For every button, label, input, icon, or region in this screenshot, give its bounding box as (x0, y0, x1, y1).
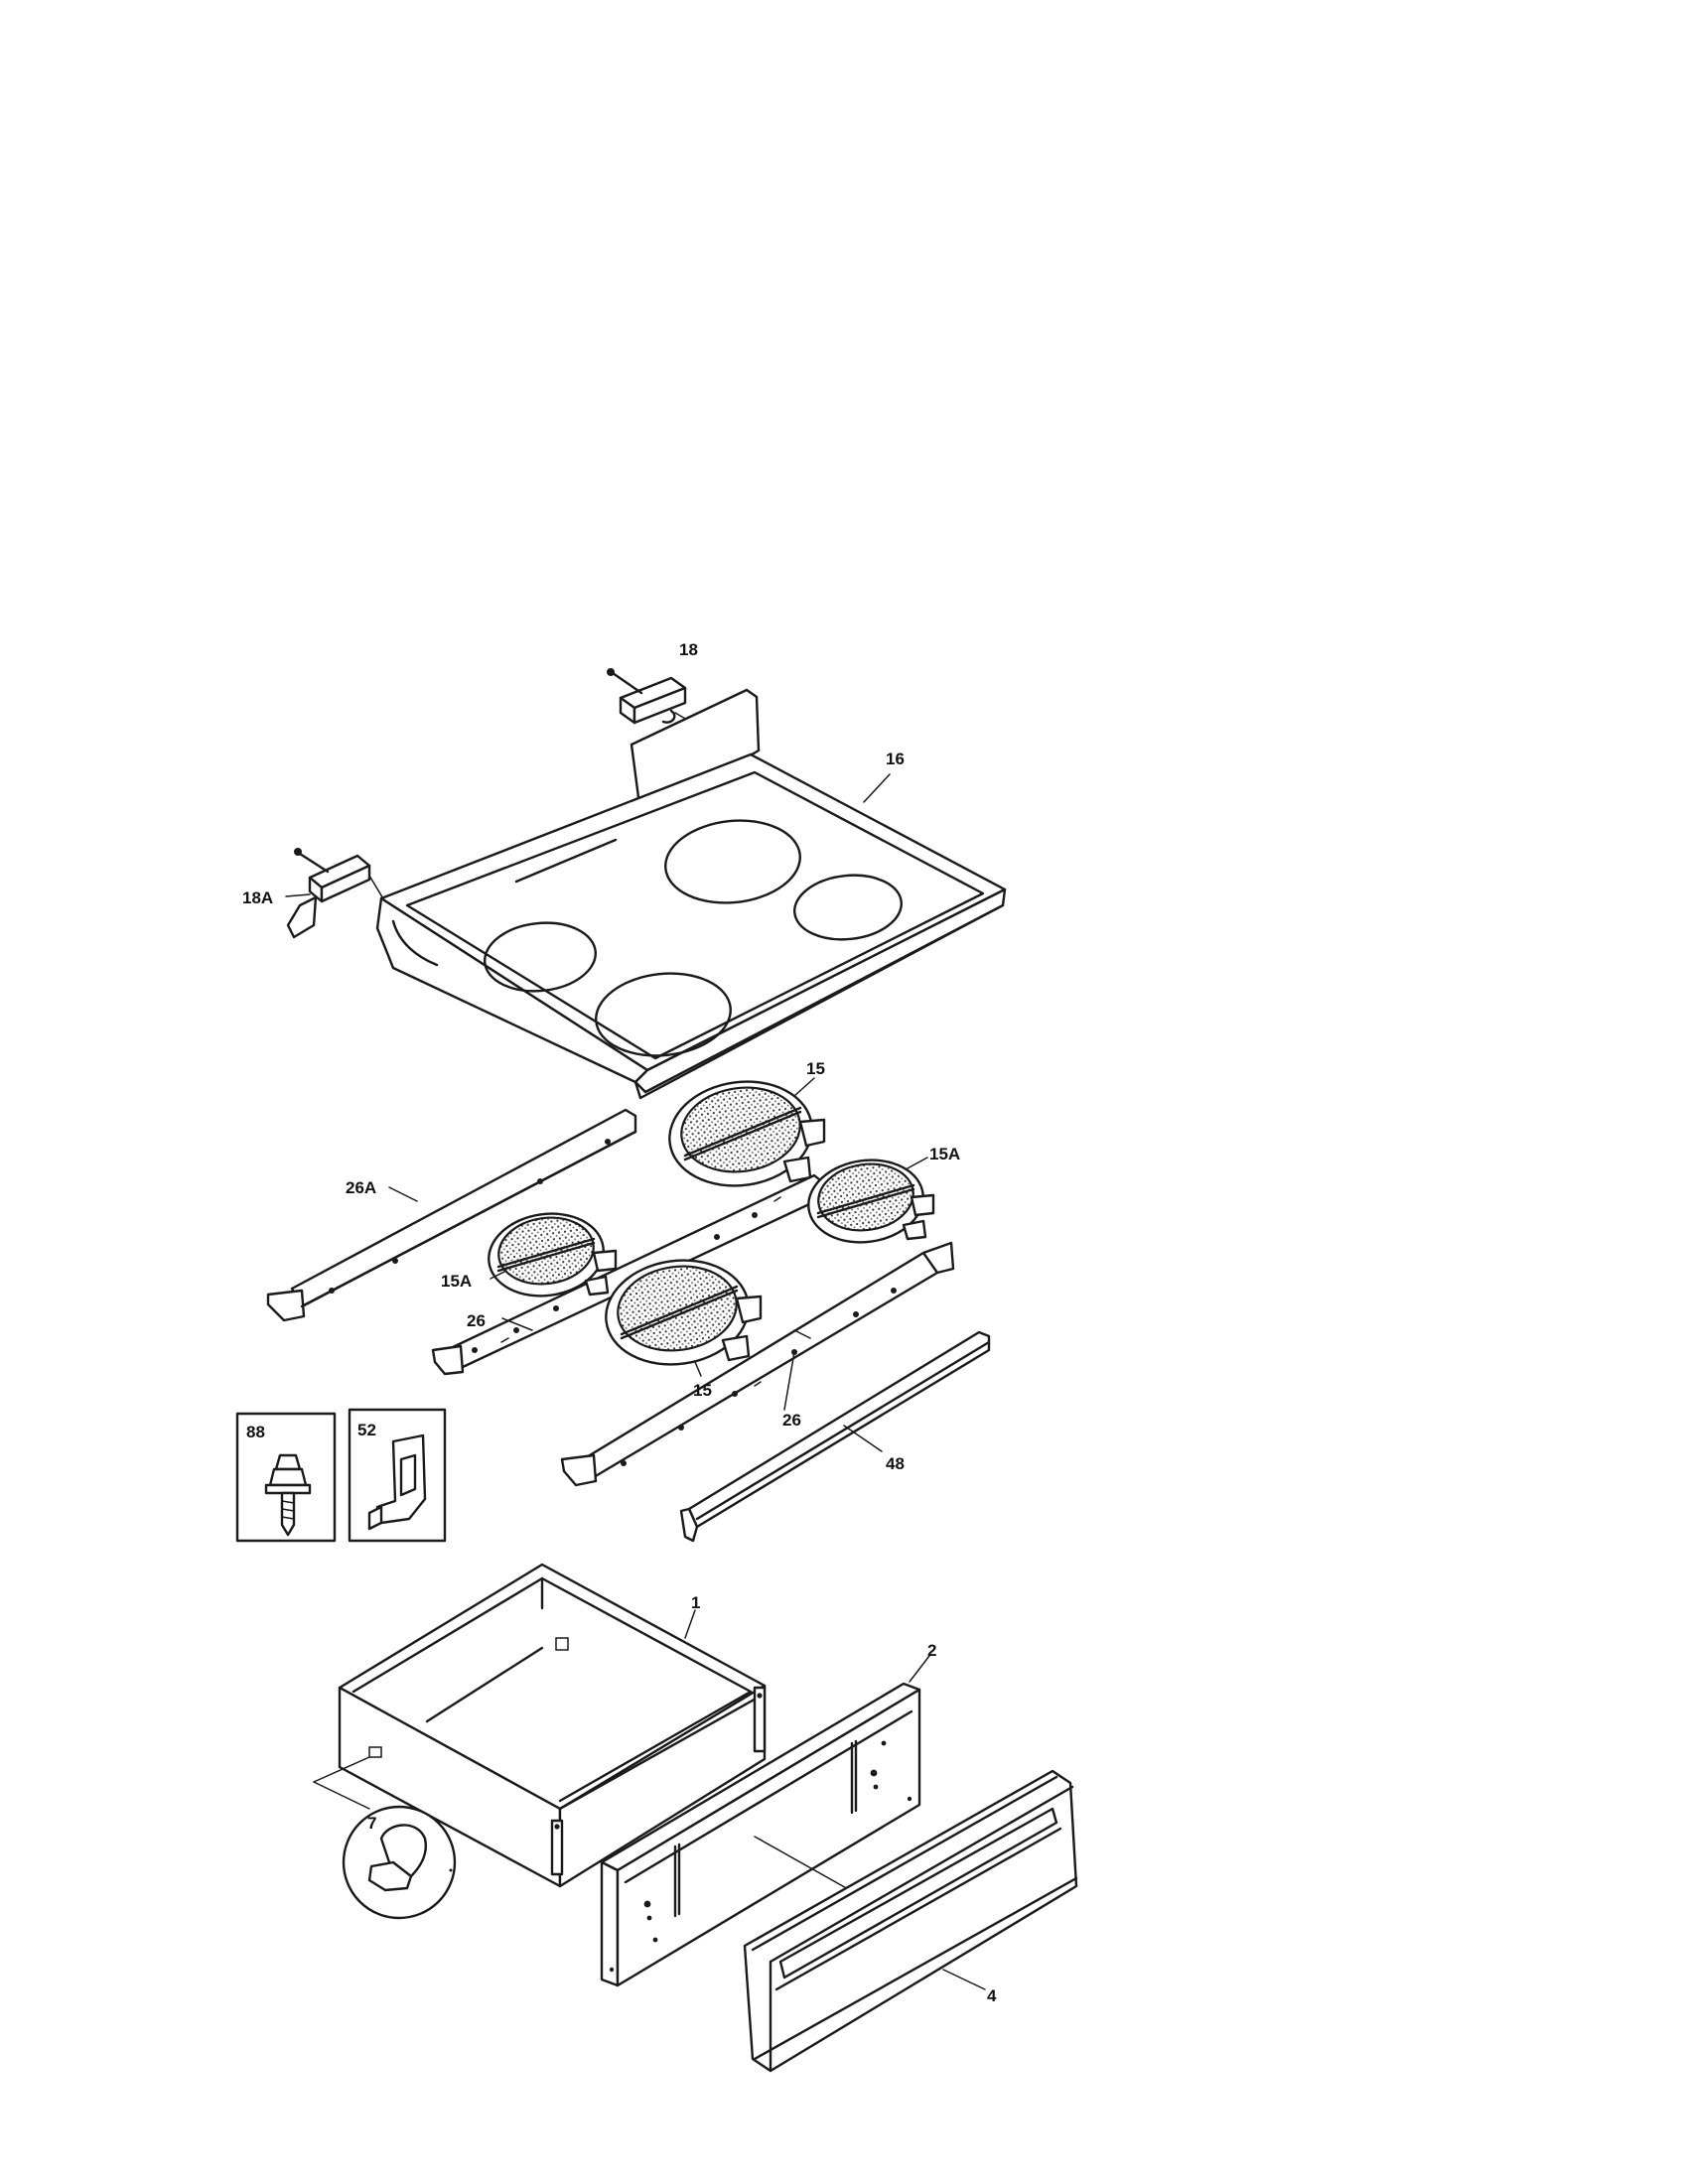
callout-26-right: 26 (782, 1411, 801, 1430)
callout-88: 88 (246, 1423, 265, 1441)
callout-1: 1 (691, 1593, 700, 1612)
part-15a-element-left (488, 1212, 618, 1297)
part-15-element-top (668, 1077, 826, 1187)
callout-16: 16 (886, 750, 905, 768)
callout-2: 2 (927, 1641, 936, 1660)
callout-labels: 18 16 18A 15 15A 26A 15A 26 15 26 48 88 … (242, 640, 997, 2005)
callout-48: 48 (886, 1454, 905, 1473)
callout-26a: 26A (346, 1178, 376, 1197)
callout-4: 4 (987, 1986, 997, 2005)
part-15-element-bottom (605, 1259, 763, 1377)
part-16-cooktop (375, 688, 1007, 1100)
callout-15a-right: 15A (929, 1145, 960, 1163)
part-18a-bracket (285, 848, 388, 939)
callout-15-bottom: 15 (693, 1381, 712, 1400)
part-2-drawer-panel (600, 1655, 930, 1987)
part-15a-element-right (807, 1157, 935, 1244)
part-7-glide-inset (313, 1756, 457, 1920)
part-26-right-bar (560, 1241, 955, 1487)
callout-52: 52 (357, 1421, 376, 1439)
part-4-drawer-front (743, 1769, 1078, 2073)
callout-18: 18 (679, 640, 698, 659)
callout-15a-left: 15A (441, 1272, 472, 1291)
callout-15-top: 15 (806, 1059, 825, 1078)
callout-26-left: 26 (467, 1311, 486, 1330)
part-52-inset (348, 1408, 447, 1543)
callout-18a: 18A (242, 888, 273, 907)
part-1-drawer-box (338, 1563, 767, 1888)
callout-7: 7 (367, 1814, 376, 1833)
part-88-inset (235, 1412, 337, 1543)
part-26a-support-bar (266, 1108, 637, 1322)
part-48-trim (679, 1330, 991, 1543)
